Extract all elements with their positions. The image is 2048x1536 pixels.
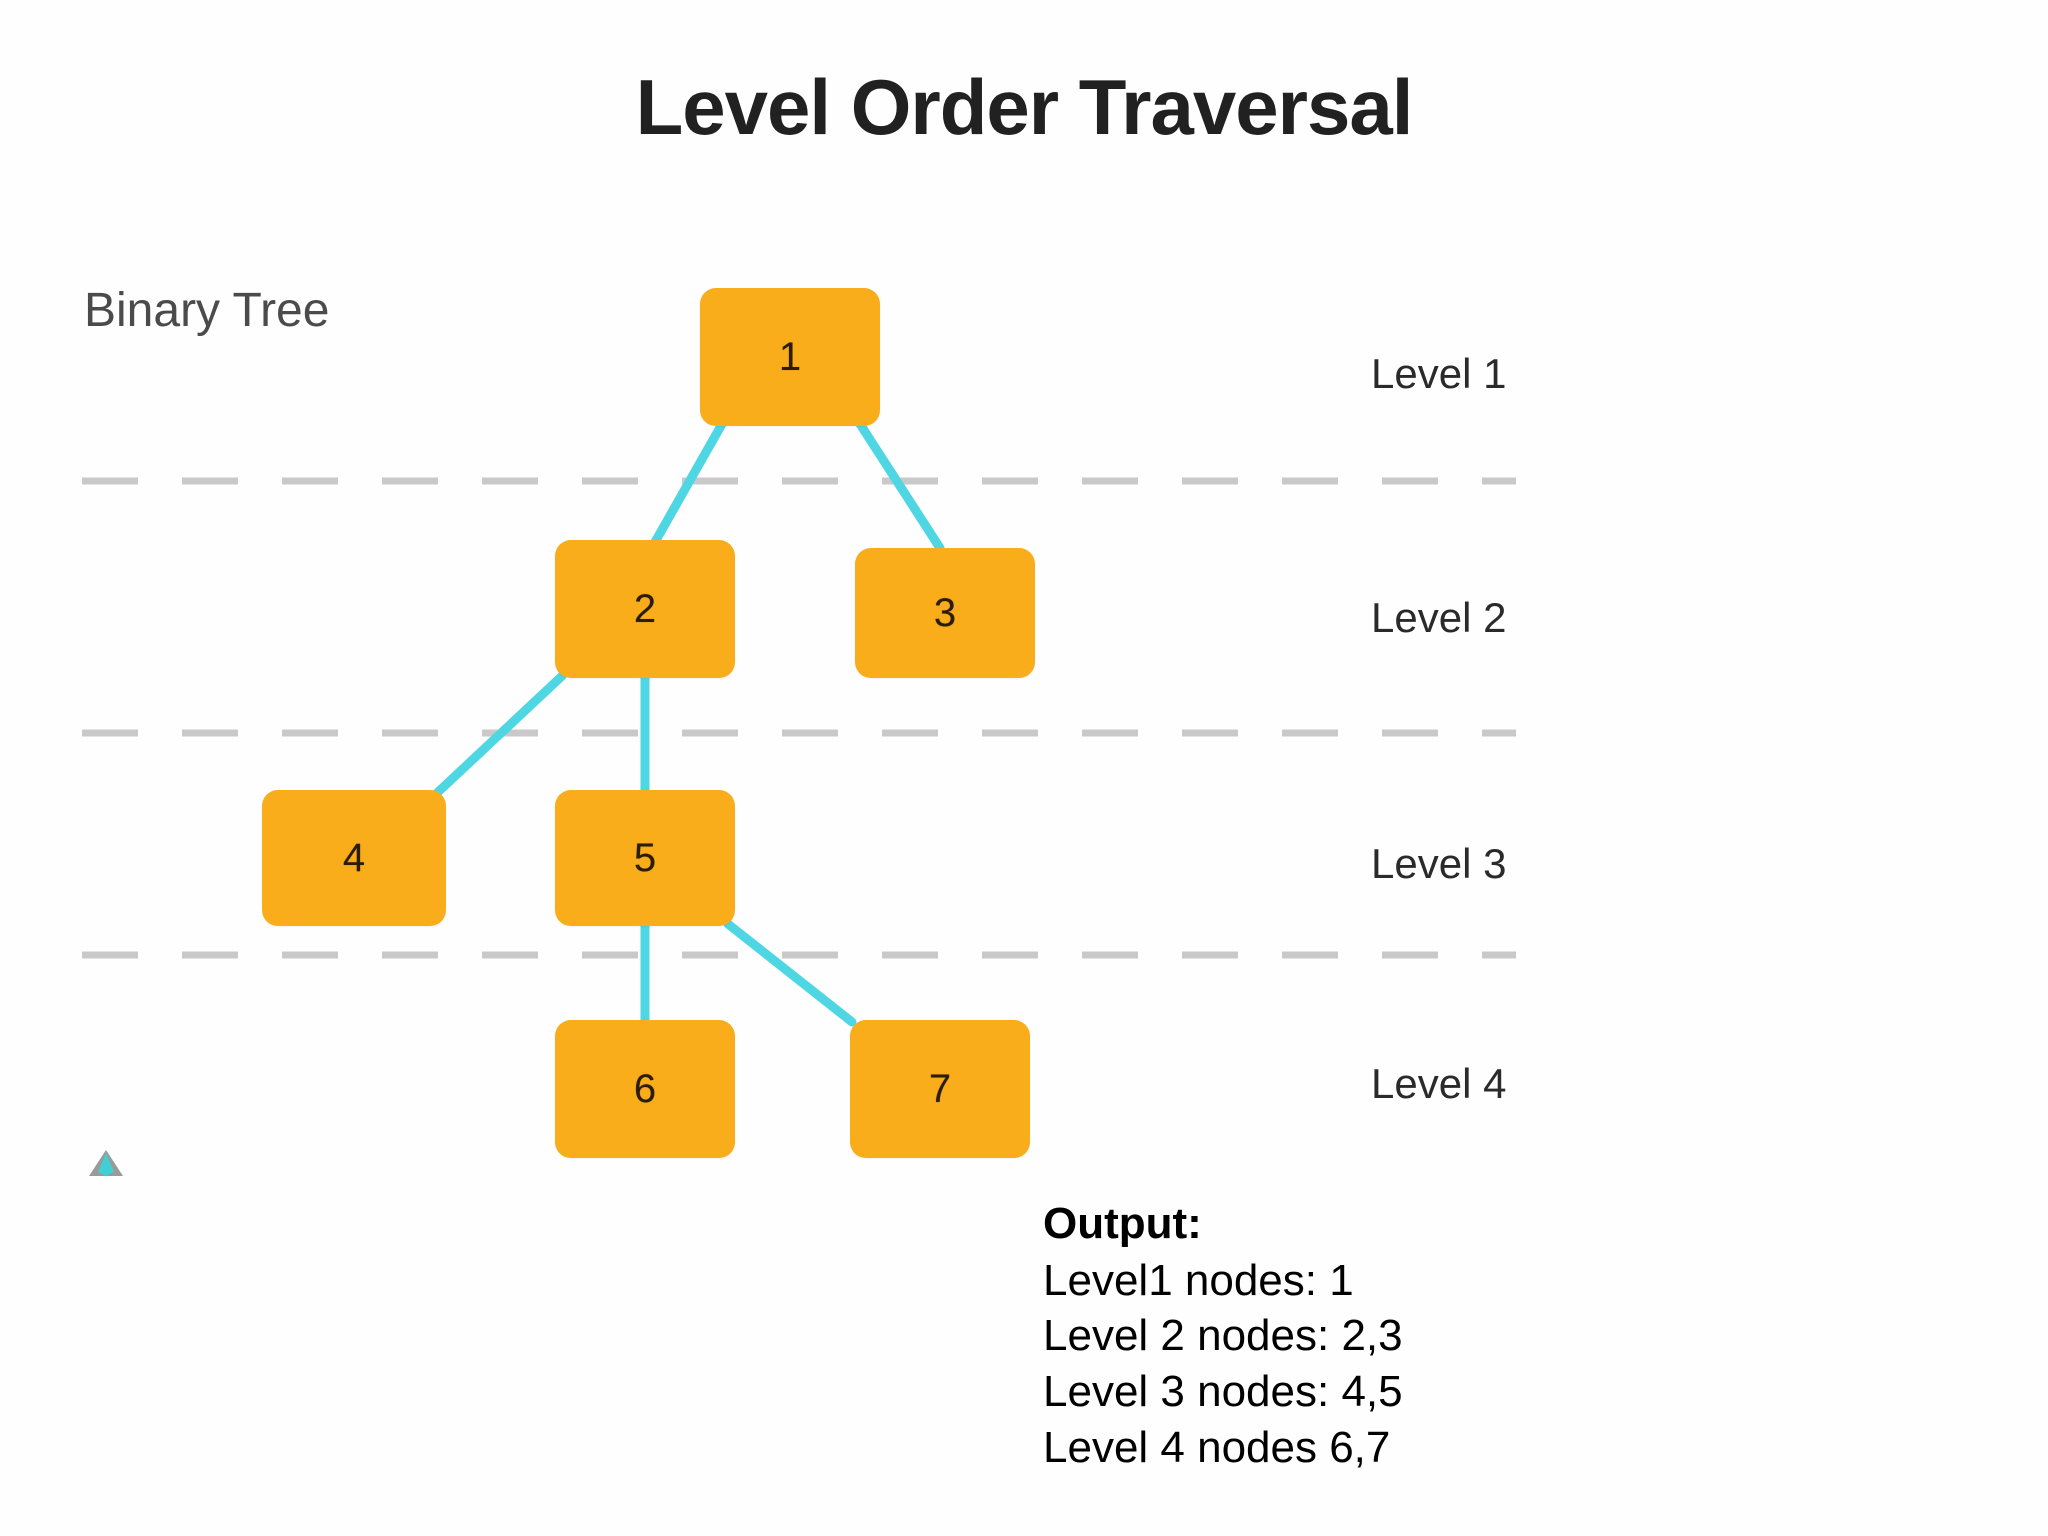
output-block: Output: Level1 nodes: 1 Level 2 nodes: 2,…: [1043, 1197, 1403, 1475]
level-label-3: Level 3: [1371, 840, 1507, 887]
tree-node-label-2: 2: [633, 586, 657, 631]
tree-node-4[interactable]: 4: [262, 790, 446, 926]
tree-node-label-6: 6: [633, 1066, 657, 1111]
output-line-2: Level 2 nodes: 2,3: [1043, 1311, 1403, 1361]
tree-node-label-1: 1: [778, 334, 802, 379]
tree-node-label-5: 5: [633, 835, 657, 880]
triangle-logo-icon: [89, 1150, 123, 1176]
page-title: Level Order Traversal: [635, 63, 1414, 151]
tree-node-label-4: 4: [342, 835, 366, 880]
tree-node-6[interactable]: 6: [555, 1020, 735, 1158]
binary-tree-figure: Binary Tree 1 2 3 4 5 6 7 Level 1 Level 2 Level …: [82, 284, 1516, 1176]
output-line-1: Level1 nodes: 1: [1043, 1255, 1354, 1305]
tree-edge-1-to-3: [855, 419, 945, 553]
tree-node-2[interactable]: 2: [555, 540, 735, 678]
tree-edge-1-to-2: [650, 419, 727, 547]
level-label-2: Level 2: [1371, 594, 1507, 641]
output-line-3: Level 3 nodes: 4,5: [1043, 1366, 1403, 1416]
output-line-4: Level 4 nodes 6,7: [1043, 1422, 1391, 1472]
level-label-4: Level 4: [1371, 1060, 1507, 1107]
level-divider-group: [82, 477, 1516, 959]
output-heading: Output:: [1043, 1199, 1202, 1248]
binary-tree-caption: Binary Tree: [84, 284, 330, 337]
tree-node-label-3: 3: [933, 590, 957, 635]
tree-node-7[interactable]: 7: [850, 1020, 1030, 1158]
tree-node-1[interactable]: 1: [700, 288, 880, 426]
tree-node-label-7: 7: [928, 1066, 952, 1111]
tree-node-5[interactable]: 5: [555, 790, 735, 926]
tree-edge-5-to-7: [723, 919, 857, 1027]
level-label-1: Level 1: [1371, 350, 1507, 397]
tree-node-3[interactable]: 3: [855, 548, 1035, 678]
tree-edge-group: [432, 419, 945, 1027]
tree-edges-and-dividers: [82, 419, 1516, 1027]
tree-edge-2-to-4: [432, 671, 567, 798]
